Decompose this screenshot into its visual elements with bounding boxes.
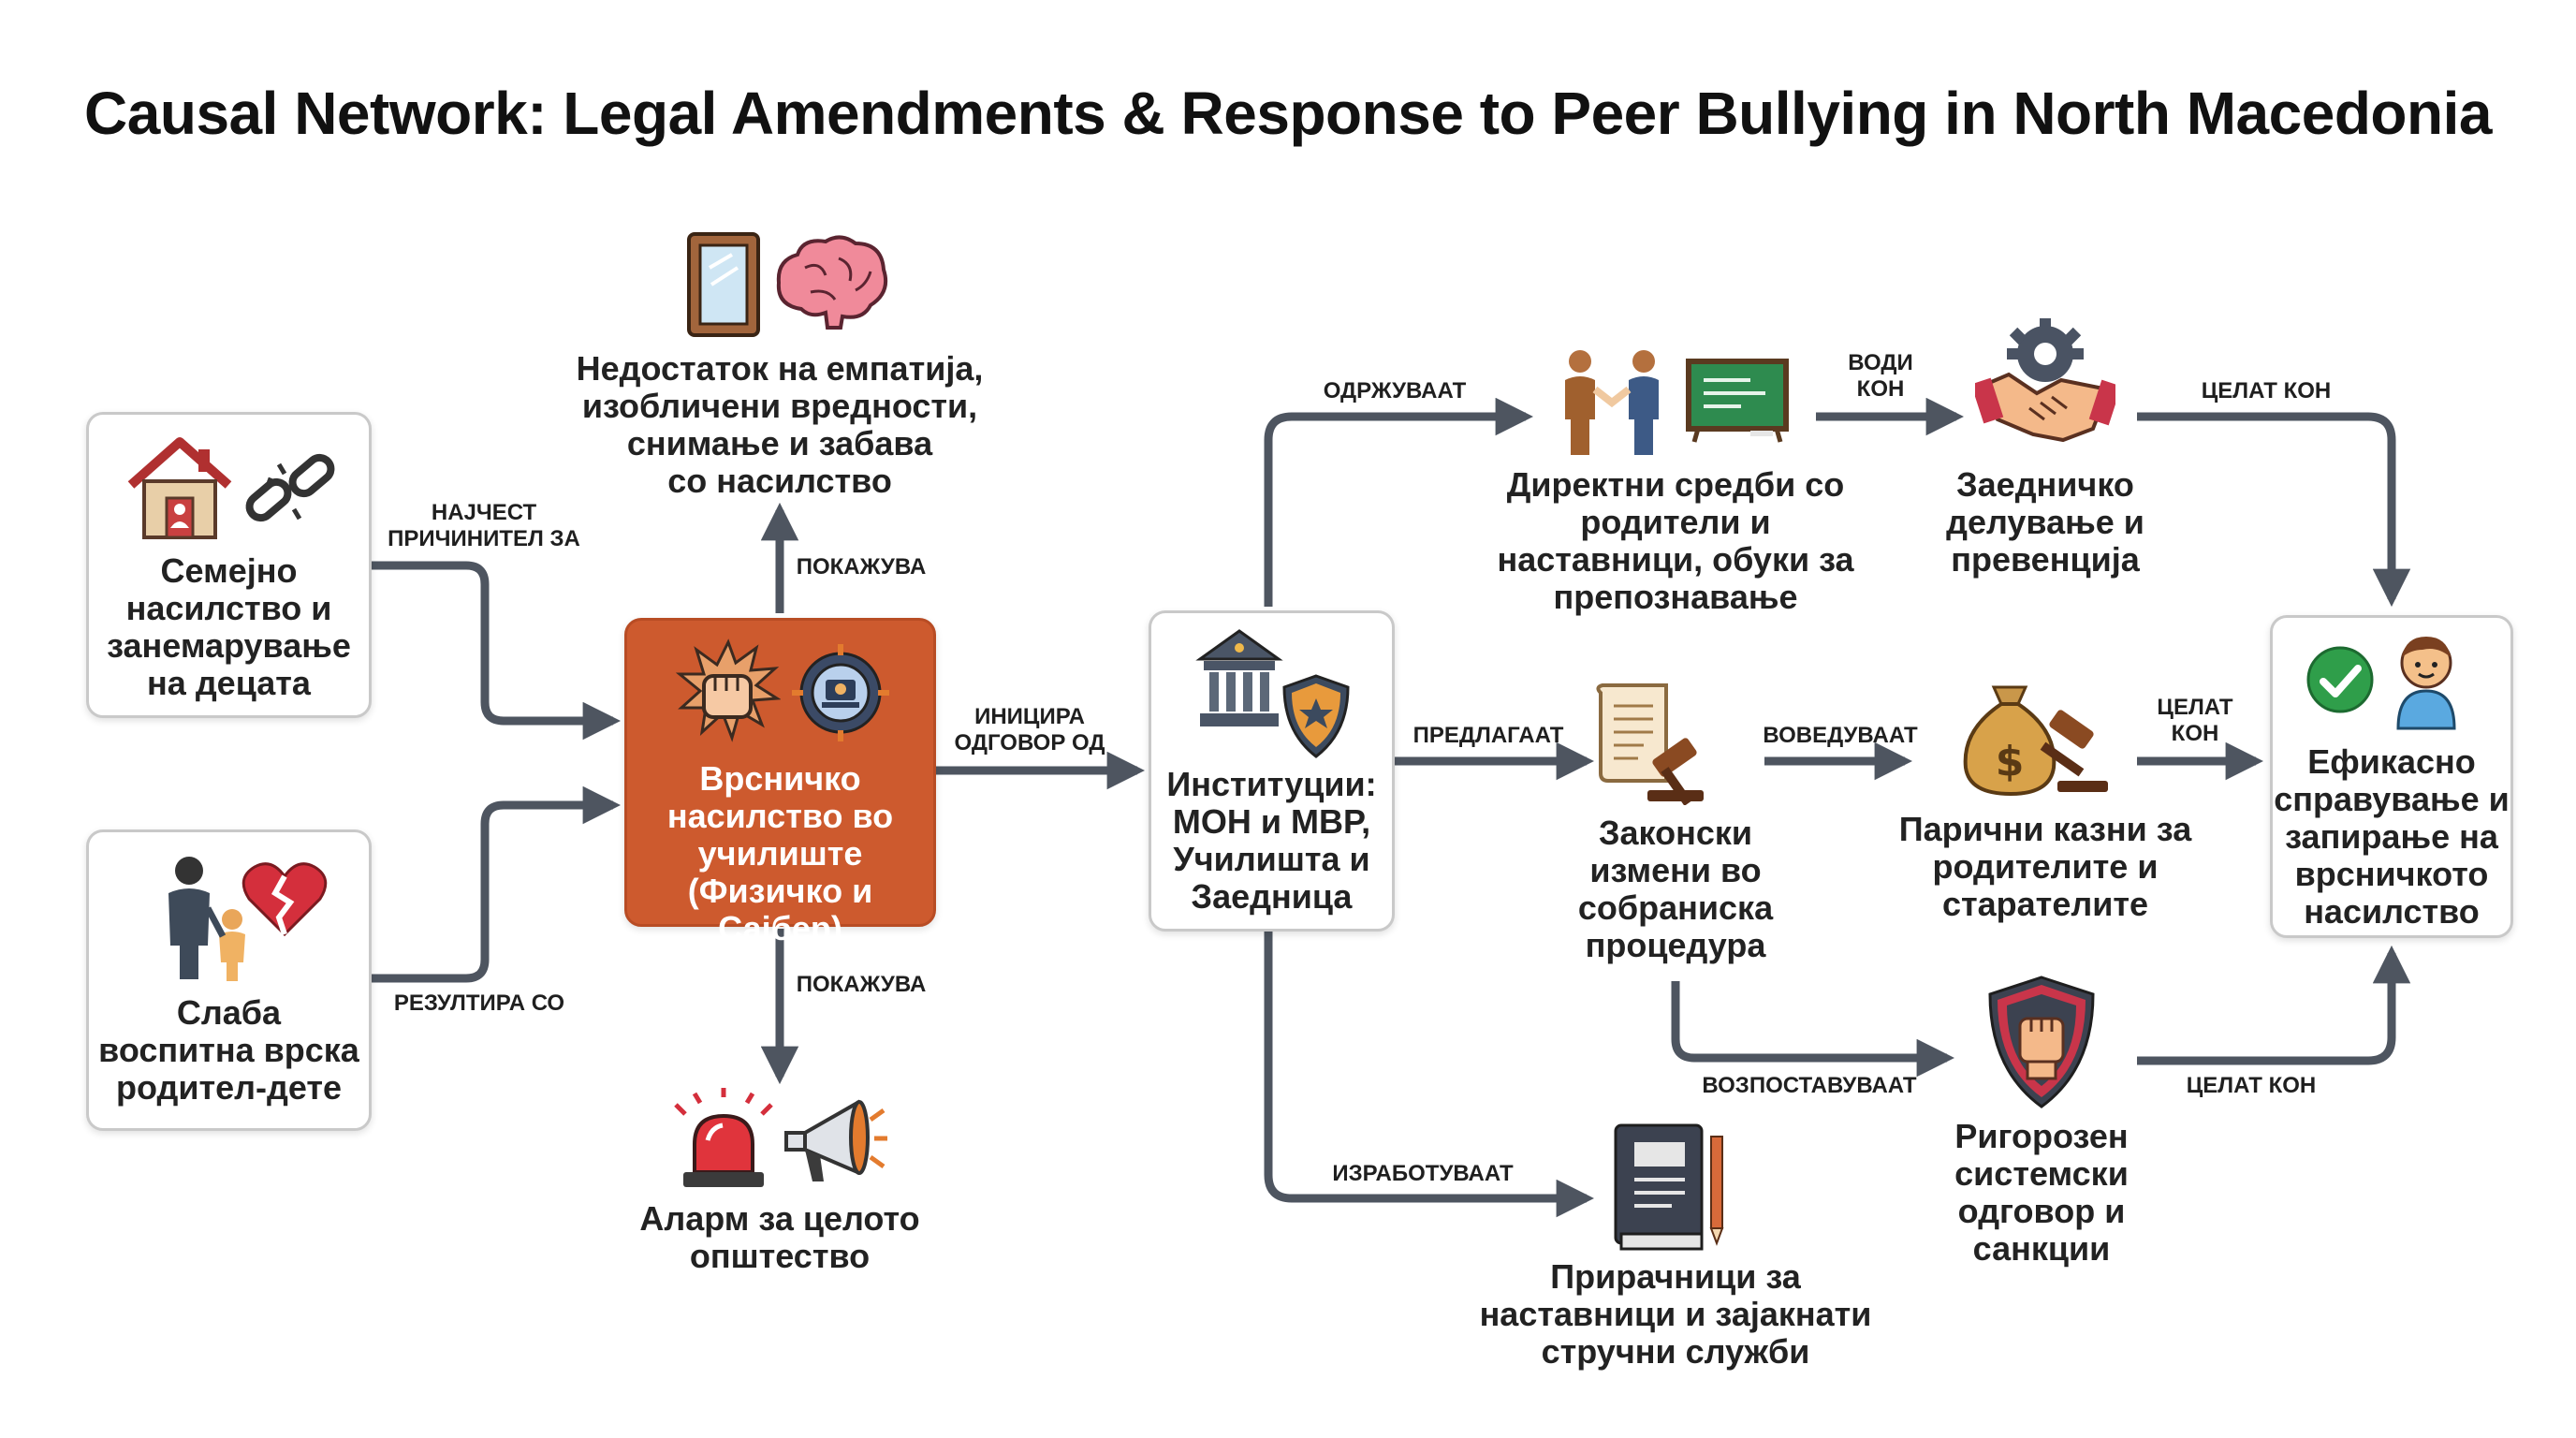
alarm-light-icon <box>674 1088 773 1187</box>
node-peer-violence-box <box>624 618 936 927</box>
edge-inst-to-meetings <box>1264 397 1534 607</box>
shield-fist-icon <box>1988 976 2095 1108</box>
node-joint-action: Заедничко делување и превенција <box>1946 465 2144 579</box>
edge-label-develop: ИЗРАБОТУВААТ <box>1332 1161 1514 1186</box>
edge-label-initiates: ИНИЦИРА ОДГОВОР ОД <box>954 704 1105 756</box>
child-icon <box>2396 637 2456 730</box>
edge-label-most-common-cause: НАЈЧЕСТ ПРИЧИНИТЕЛ ЗА <box>388 500 580 551</box>
shield-star-icon <box>1282 674 1350 758</box>
edge-family-to-peer <box>372 561 622 741</box>
node-lack-empathy: Недостаток на емпатија, изобличени вредн… <box>576 349 984 500</box>
edge-label-shows-up: ПОКАЖУВА <box>796 554 927 580</box>
mirror-icon <box>687 232 760 337</box>
gear-handshake-icon <box>1975 318 2115 443</box>
node-effective: Ефикасно справување и запирање на врснич… <box>2274 742 2510 931</box>
edge-label-aim-mid: ЦЕЛАТ КОН <box>2157 695 2233 746</box>
edge-joint-to-effective <box>2137 412 2411 608</box>
cyber-target-icon <box>792 644 889 741</box>
edge-label-hold: ОДРЖУВААТ <box>1323 378 1467 404</box>
edge-label-aim-bottom: ЦЕЛАТ КОН <box>2186 1073 2317 1098</box>
edge-label-leads-to: ВОДИ КОН <box>1848 350 1913 402</box>
node-weak-bond: Слаба воспитна врска родител-дете <box>98 993 359 1107</box>
edge-label-propose: ПРЕДЛАГААТ <box>1412 723 1564 748</box>
megaphone-icon <box>784 1099 887 1181</box>
edge-label-establish: ВОЗПОСТАВУВААТ <box>1702 1073 1917 1098</box>
node-family-violence-box <box>86 412 372 718</box>
money-bag-gavel-icon: $ <box>1963 685 2108 797</box>
node-alarm: Аларм за целото општество <box>639 1199 920 1275</box>
node-rigorous-response: Ригорозен системски одговор и санкции <box>1954 1117 2129 1268</box>
broken-heart-icon <box>242 862 328 936</box>
brain-icon <box>776 235 888 330</box>
checkmark-icon <box>2306 646 2374 713</box>
edge-label-results-in: РЕЗУЛТИРА СО <box>393 990 565 1016</box>
node-family-violence: Семејно насилство и занемарување на деца… <box>107 551 351 702</box>
edge-rigorous-to-effective <box>2137 945 2411 1065</box>
node-direct-meetings: Директни средби со родители и наставници… <box>1497 465 1854 616</box>
handshake-people-icon <box>1565 350 1659 455</box>
chalkboard-icon <box>1686 359 1789 443</box>
svg-text:$: $ <box>1996 738 2025 785</box>
parent-child-icon <box>168 857 245 981</box>
page-title: Causal Network: Legal Amendments & Respo… <box>84 80 2492 147</box>
edge-legal-to-rigorous <box>1671 981 1955 1078</box>
edge-inst-to-manuals <box>1264 932 1595 1218</box>
government-building-icon <box>1195 629 1283 726</box>
node-peer-violence: Врсничко насилство во училиште (Физичко … <box>666 759 894 947</box>
node-manuals: Прирачници за наставници и зајакнати стр… <box>1479 1257 1872 1371</box>
house-icon <box>127 437 232 539</box>
node-institutions: Институции: МОН и МВР, Училишта и Заедни… <box>1166 765 1377 916</box>
edge-label-aim-top: ЦЕЛАТ КОН <box>2201 378 2332 404</box>
legal-document-icon <box>1596 683 1704 805</box>
manual-book-icon <box>1614 1123 1724 1251</box>
broken-chain-icon <box>245 453 335 522</box>
node-legal-amendments: Законски измени во собраниска процедура <box>1577 814 1774 964</box>
edge-label-introduce: ВОВЕДУВААТ <box>1763 723 1918 748</box>
fist-impact-icon <box>676 638 781 742</box>
edge-label-shows-down: ПОКАЖУВА <box>796 972 927 997</box>
node-fines: Парични казни за родителите и старателит… <box>1898 810 2192 923</box>
edge-weak-to-peer <box>372 785 622 983</box>
